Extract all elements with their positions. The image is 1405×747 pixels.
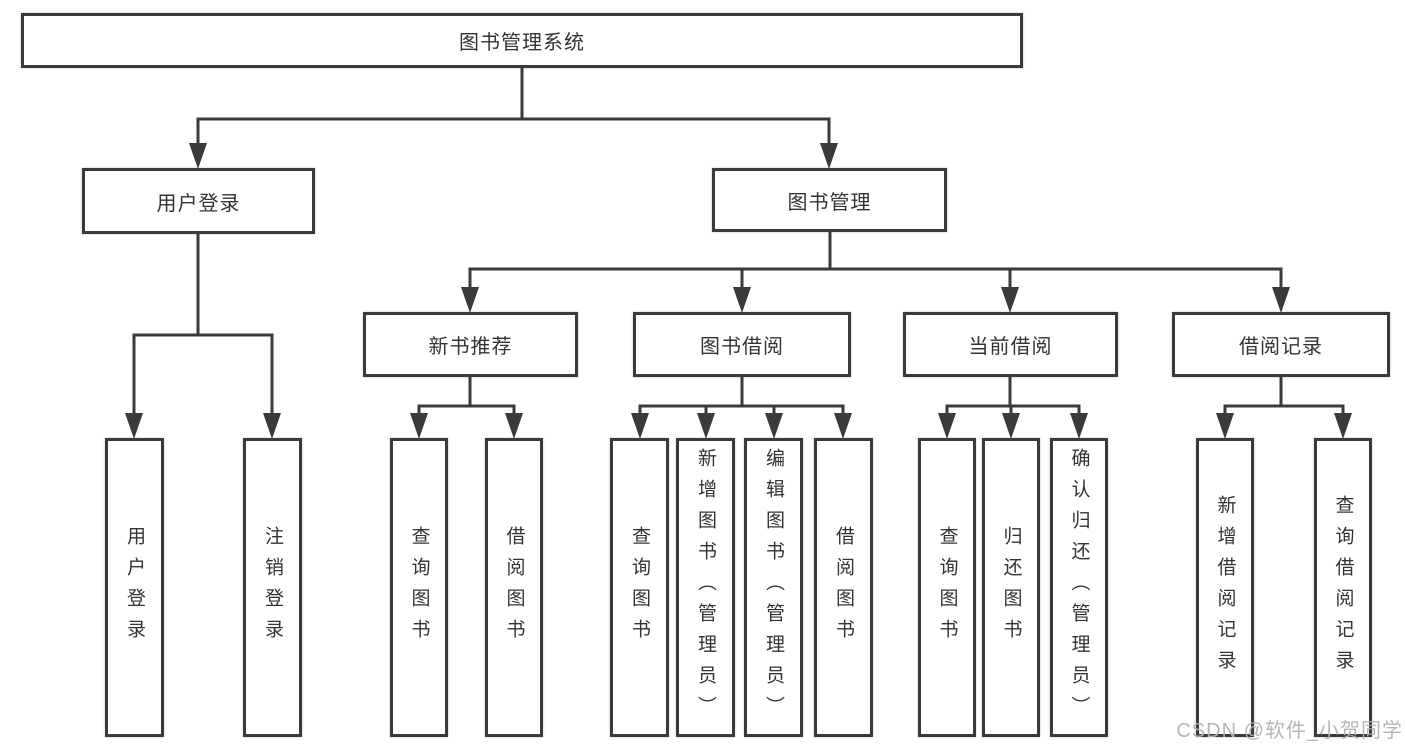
leaf-logout: 注销登录 [243,438,302,737]
connector-user-login-to-leaves [125,234,281,439]
connector-book-borrowing-to-leaves [631,377,852,439]
leaf-edit-books-admin: 编辑图书（管理员） [744,438,803,737]
leaf-query-books-current: 查询图书 [918,438,976,737]
node-book-management: 图书管理 [712,168,947,232]
node-new-book-recommend: 新书推荐 [363,312,578,377]
leaf-user-login: 用户登录 [105,438,164,737]
node-borrow-records: 借阅记录 [1172,312,1390,377]
leaf-borrow-books-borrowing: 借阅图书 [814,438,873,737]
leaf-query-books-recommend: 查询图书 [390,438,448,737]
connector-root-to-level1 [189,66,838,169]
leaf-return-books: 归还图书 [982,438,1040,737]
leaf-add-books-admin: 新增图书（管理员） [676,438,735,737]
node-user-login: 用户登录 [82,168,315,234]
leaf-add-borrow-record: 新增借阅记录 [1196,438,1254,737]
node-current-borrowing: 当前借阅 [903,312,1118,377]
leaf-query-books-borrowing: 查询图书 [610,438,669,737]
connector-new-book-recommend-to-leaves [410,377,523,439]
connector-current-borrowing-to-leaves [938,377,1088,439]
leaf-confirm-return-admin: 确认归还（管理员） [1050,438,1108,737]
csdn-watermark: CSDN @软件_小贺同学 [1176,720,1403,742]
node-root-library-management-system: 图书管理系统 [21,13,1023,68]
leaf-query-borrow-record: 查询借阅记录 [1314,438,1372,737]
leaf-borrow-books-recommend: 借阅图书 [485,438,543,737]
connector-borrow-records-to-leaves [1216,377,1352,439]
connector-book-management-to-level2 [461,232,1290,313]
node-book-borrowing: 图书借阅 [633,312,851,377]
